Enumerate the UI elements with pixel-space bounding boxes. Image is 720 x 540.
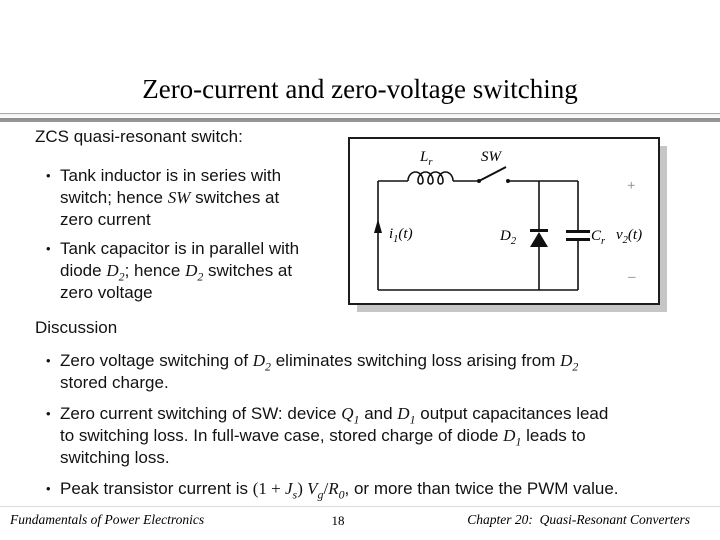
minus-sign: –	[628, 269, 636, 285]
page-title: Zero-current and zero-voltage switching	[142, 74, 578, 105]
current-label: i1(t)	[389, 226, 413, 245]
bullet-icon: •	[46, 241, 51, 256]
footer-chapter: Chapter 20: Quasi-Resonant Converters	[467, 512, 690, 527]
list-item: • Zero voltage switching of D2 eliminate…	[35, 350, 710, 394]
diode-label: D2	[500, 228, 517, 247]
switch-contact-left	[477, 179, 481, 183]
list-item: • Peak transistor current is (1 + Js) Vg…	[35, 478, 710, 500]
bullet-icon: •	[46, 481, 51, 496]
bullet-text: Zero voltage switching of D2 eliminates …	[60, 351, 579, 392]
discussion-bullet-list: • Zero voltage switching of D2 eliminate…	[35, 350, 710, 509]
inductor-label: Lr	[420, 149, 433, 168]
list-item: • Zero current switching of SW: device Q…	[35, 403, 710, 469]
footer-divider	[0, 506, 720, 507]
plus-sign: +	[627, 178, 636, 194]
title-divider	[0, 113, 720, 122]
bullet-text: Peak transistor current is (1 + Js) Vg/R…	[60, 479, 619, 502]
switch-symbol	[478, 166, 507, 182]
capacitor-label: Cr	[591, 228, 606, 247]
voltage-label: v2(t)	[616, 227, 643, 246]
footer-book-title: Fundamentals of Power Electronics	[10, 512, 205, 527]
diode-triangle	[530, 232, 548, 247]
bullet-icon: •	[46, 353, 51, 368]
circuit-figure: Lr SW i1(t) D2 Cr v2(t) + –	[348, 137, 660, 305]
circuit-schematic	[374, 166, 590, 291]
zcs-heading: ZCS quasi-resonant switch:	[35, 127, 243, 146]
discussion-heading: Discussion	[35, 318, 118, 337]
switch-label: SW	[481, 149, 501, 165]
inductor-symbol	[407, 171, 454, 185]
bullet-text: Zero current switching of SW: device Q1 …	[60, 404, 609, 467]
bullet-icon: •	[46, 168, 51, 183]
page-number: 18	[331, 513, 345, 528]
current-arrow-icon	[374, 219, 382, 233]
bullet-icon: •	[46, 406, 51, 421]
switch-contact-right	[506, 179, 510, 183]
